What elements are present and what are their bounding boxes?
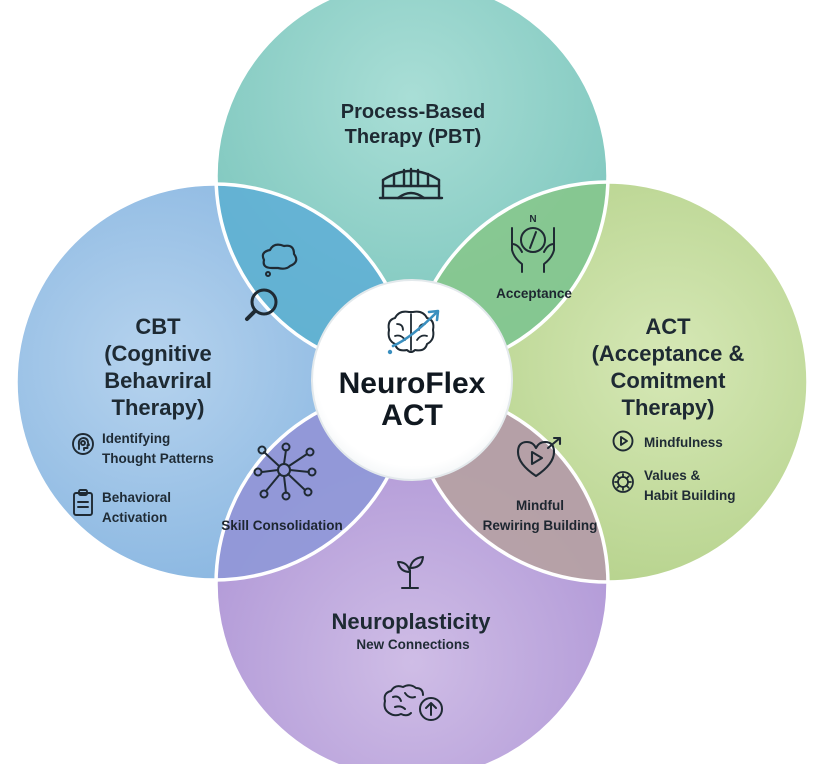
svg-text:N: N: [529, 214, 536, 225]
head-profile-icon: [72, 433, 94, 455]
act-item-2-line1: Values &: [644, 468, 701, 483]
mindful-label-line2: Rewiring Building: [483, 518, 598, 533]
cbt-item-1-line1: Identifying: [102, 431, 170, 446]
lens-pbt-act: [408, 182, 608, 372]
hands-compass-icon: N: [511, 214, 555, 273]
sprout-icon: [397, 556, 424, 589]
cbt-title-line3: Behavriral: [104, 368, 212, 393]
cbt-item-2-line2: Activation: [102, 510, 167, 525]
cbt-item-2: Behavioral Activation: [73, 489, 171, 525]
acceptance-label: Acceptance: [496, 286, 572, 301]
cbt-title-line1: CBT: [135, 314, 181, 339]
bridge-icon: [378, 167, 444, 200]
center-title-line2: ACT: [381, 399, 443, 432]
act-title-line1: ACT: [645, 314, 691, 339]
act-title-line3: Comitment: [611, 368, 727, 393]
brain-arrow-icon: [387, 309, 440, 355]
act-item-1: Mindfulness: [612, 430, 723, 452]
cbt-item-1: Identifying Thought Patterns: [72, 431, 214, 466]
cbt-title-line2: (Cognitive: [104, 341, 212, 366]
brain-growth-icon: [383, 684, 443, 721]
act-title-line4: Therapy): [622, 395, 715, 420]
act-title-line2: (Acceptance &: [592, 341, 745, 366]
lens-cbt-neuro: [216, 388, 412, 580]
skill-consolidation-label: Skill Consolidation: [221, 518, 343, 533]
thought-search-icon: [245, 243, 298, 321]
neuro-subtitle: New Connections: [356, 637, 469, 652]
overlap-lenses: [216, 182, 608, 582]
clipboard-icon: [73, 489, 93, 516]
heart-play-icon: [516, 436, 562, 478]
cbt-title-line4: Therapy): [112, 395, 205, 420]
play-circle-icon: [612, 430, 634, 452]
mindful-label-line1: Mindful: [516, 498, 564, 513]
act-item-1-line1: Mindfulness: [644, 435, 723, 450]
act-item-2-line2: Habit Building: [644, 488, 736, 503]
cbt-item-2-line1: Behavioral: [102, 490, 171, 505]
pbt-title-line2: Therapy (PBT): [345, 126, 482, 148]
cbt-item-1-line2: Thought Patterns: [102, 451, 214, 466]
pbt-title-line1: Process-Based: [341, 101, 486, 123]
gear-icon: [612, 471, 634, 493]
center-circle: [311, 279, 513, 481]
center-title-line1: NeuroFlex: [339, 367, 486, 400]
act-item-2: Values & Habit Building: [612, 468, 736, 503]
lens-pbt-cbt: [216, 184, 412, 372]
neuro-title: Neuroplasticity: [332, 609, 492, 634]
lens-act-neuro: [408, 388, 608, 582]
network-hub-icon: [253, 442, 317, 501]
